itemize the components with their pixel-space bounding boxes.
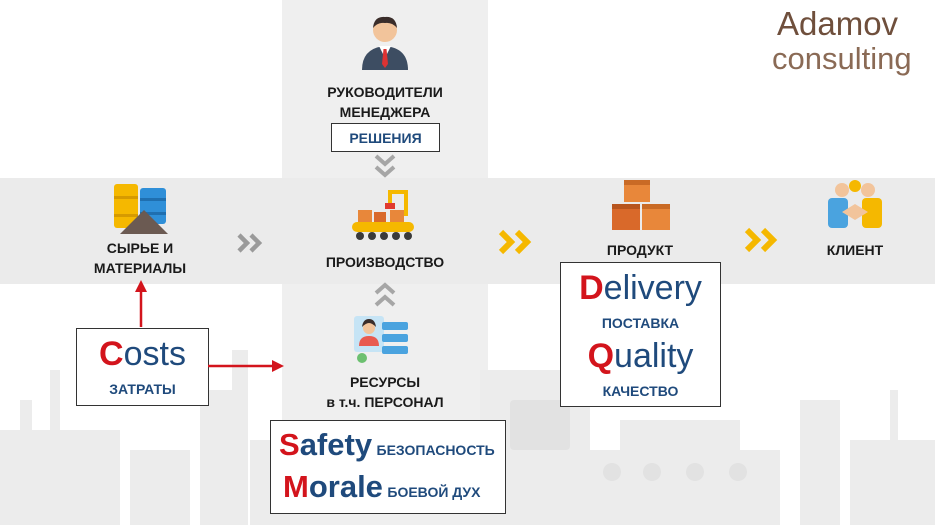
costs-row: Costs	[77, 335, 208, 374]
logo-line2: consulting	[772, 41, 912, 76]
chevron-up-icon	[374, 282, 396, 307]
raw-materials-label: СЫРЬЕ И МАТЕРИАЛЫ	[70, 238, 210, 278]
boxes-product-icon	[612, 180, 670, 230]
costs-letter: C	[99, 335, 124, 373]
costs-word: osts	[123, 335, 186, 373]
safety-letter: S	[279, 427, 300, 462]
factory-skyline	[0, 350, 935, 525]
personnel-resources-icon	[354, 316, 408, 363]
resources-label: РЕСУРСЫ в т.ч. ПЕРСОНАЛ	[290, 372, 480, 412]
chevron-down-icon	[374, 154, 396, 178]
quality-ru: КАЧЕСТВО	[602, 383, 679, 399]
production-label: ПРОИЗВОДСТВО	[325, 254, 445, 270]
delivery-word: elivery	[603, 269, 702, 307]
decisions-box: РЕШЕНИЯ	[331, 123, 440, 152]
morale-ru: БОЕВОЙ ДУХ	[387, 484, 481, 500]
quality-letter: Q	[587, 337, 615, 375]
managers-label-line1: РУКОВОДИТЕЛИ	[327, 84, 443, 100]
safety-morale-box: Safety БЕЗОПАСНОСТЬ Morale БОЕВОЙ ДУХ	[270, 420, 506, 514]
decisions-label: РЕШЕНИЯ	[349, 129, 422, 146]
costs-ru: ЗАТРАТЫ	[109, 381, 176, 397]
conveyor-production-icon	[352, 190, 414, 240]
raw-label-line2: МАТЕРИАЛЫ	[93, 260, 187, 276]
barrels-raw-materials-icon	[114, 184, 168, 234]
chevron-right-yellow-icon-2	[744, 227, 778, 253]
handshake-client-icon	[828, 180, 882, 228]
chevron-right-gray-icon	[237, 233, 263, 253]
quality-row: Quality	[561, 337, 720, 376]
safety-word: afety	[299, 427, 373, 462]
delivery-ru: ПОСТАВКА	[601, 315, 680, 331]
safety-ru: БЕЗОПАСНОСТЬ	[376, 442, 495, 458]
quality-word: uality	[614, 337, 694, 375]
morale-word: orale	[308, 469, 383, 504]
resources-label-line2: в т.ч. ПЕРСОНАЛ	[326, 394, 444, 410]
managers-label: РУКОВОДИТЕЛИ МЕНЕДЖЕРА	[300, 82, 470, 122]
safety-row: Safety БЕЗОПАСНОСТЬ	[279, 427, 495, 463]
adamov-consulting-logo: Adamov consulting	[772, 6, 922, 86]
logo-line1: Adamov	[777, 5, 899, 42]
raw-label-line1: СЫРЬЕ И	[106, 240, 174, 256]
morale-letter: M	[283, 469, 309, 504]
manager-icon	[362, 16, 408, 70]
managers-label-line2: МЕНЕДЖЕРА	[339, 104, 431, 120]
costs-box: Costs ЗАТРАТЫ	[76, 328, 209, 406]
delivery-row: Delivery	[561, 269, 720, 308]
morale-row: Morale БОЕВОЙ ДУХ	[283, 469, 480, 505]
product-label: ПРОДУКТ	[606, 242, 674, 258]
chevron-right-yellow-icon	[498, 229, 532, 255]
resources-label-line1: РЕСУРСЫ	[349, 374, 421, 390]
delivery-quality-box: Delivery ПОСТАВКА Quality КАЧЕСТВО	[560, 262, 721, 407]
client-label: КЛИЕНТ	[826, 242, 884, 258]
delivery-letter: D	[579, 269, 604, 307]
